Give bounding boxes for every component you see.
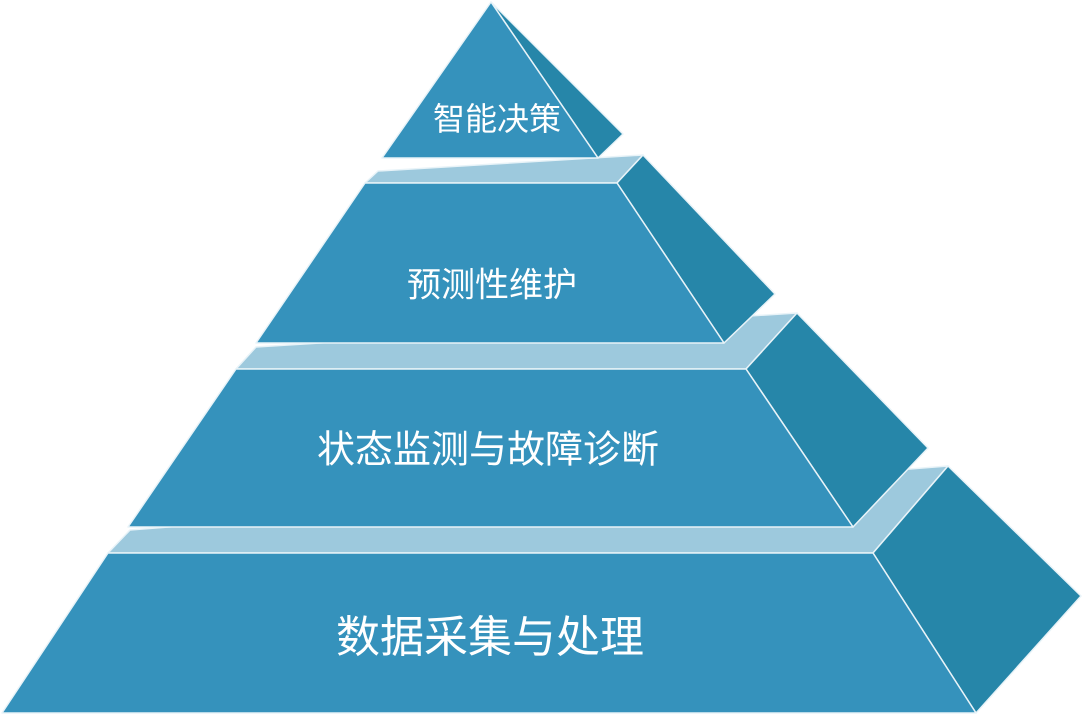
pyramid-level-2-label: 预测性维护 — [407, 266, 577, 306]
pyramid-level-2-top — [364, 154, 644, 184]
pyramid-level-3: 状态监测与故障诊断 — [127, 312, 929, 528]
pyramid-level-4-front — [1, 552, 977, 714]
pyramid-level-2: 预测性维护 — [255, 154, 776, 344]
pyramid-level-3-label: 状态监测与故障诊断 — [317, 428, 659, 472]
pyramid-level-3-front — [127, 368, 854, 528]
pyramid-level-4: 数据采集与处理 — [1, 465, 1082, 714]
pyramid-level-4-label: 数据采集与处理 — [336, 612, 644, 663]
pyramid-level-1-label: 智能决策 — [433, 100, 561, 138]
pyramid-level-2-front — [255, 182, 725, 344]
pyramid-level-1: 智能决策 — [381, 1, 624, 159]
pyramid-level-1-front — [381, 1, 599, 159]
